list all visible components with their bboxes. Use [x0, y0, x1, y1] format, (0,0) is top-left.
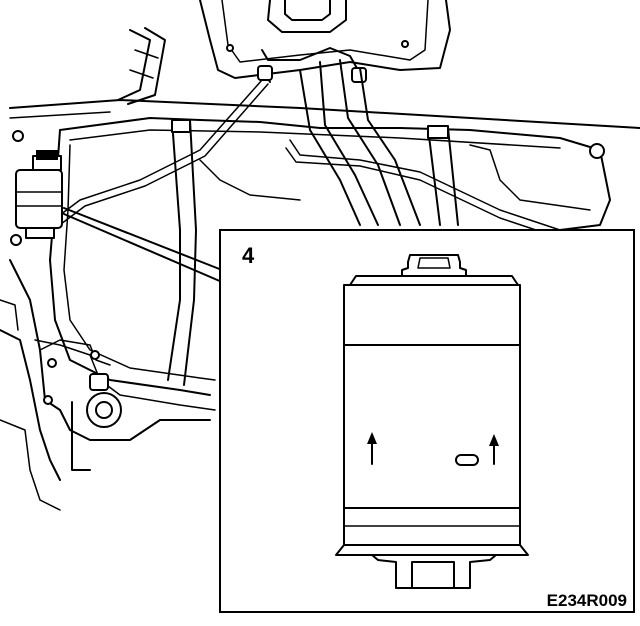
fuel-filter-enlarged	[335, 254, 529, 589]
detail-number-label: 4	[242, 243, 255, 268]
figure-reference-code: E234R009	[547, 591, 627, 610]
filter-slot	[455, 454, 479, 466]
underbody-drawing	[0, 0, 640, 511]
detail-inset: 4 E234R009	[219, 229, 635, 613]
fuel-filter-small	[15, 150, 63, 239]
detail-leader-lines	[63, 207, 223, 283]
